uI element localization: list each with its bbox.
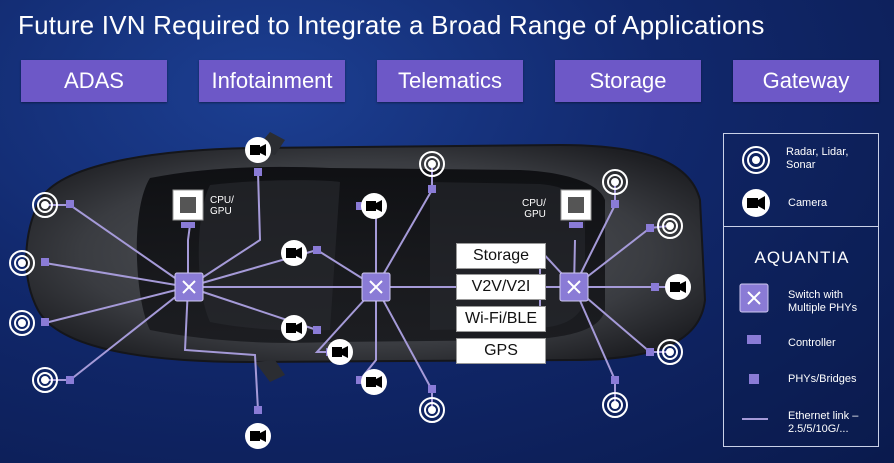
cpu-gpu-chip-left — [172, 189, 204, 228]
incar-box-storage: Storage — [456, 243, 546, 269]
controller-icon — [747, 335, 761, 344]
legend-controller-label: Controller — [788, 337, 836, 349]
incar-box-gps: GPS — [456, 338, 546, 364]
cpu-gpu-chip-right — [560, 189, 592, 228]
legend-radar-label: Radar, Lidar, Sonar — [786, 146, 849, 171]
cpu-gpu-label-right: CPU/ GPU — [522, 198, 546, 220]
page-title: Future IVN Required to Integrate a Broad… — [18, 10, 765, 40]
switch-icon — [739, 283, 769, 313]
radar-icons — [9, 151, 683, 423]
app-button-gateway[interactable]: Gateway — [733, 60, 879, 102]
camera-icon — [742, 189, 770, 217]
ethernet-link-icon — [742, 418, 768, 420]
legend-divider — [724, 226, 878, 227]
aquantia-logo: AQUANTIA — [754, 248, 850, 267]
legend-switch-label: Switch with Multiple PHYs — [788, 289, 858, 314]
phy-icon — [749, 374, 759, 384]
app-button-telematics[interactable]: Telematics — [377, 60, 523, 102]
app-button-storage[interactable]: Storage — [555, 60, 701, 102]
legend: Radar, Lidar, Sonar Camera AQUANTIA Swit… — [723, 133, 879, 447]
incar-box-v2v: V2V/V2I — [456, 274, 546, 300]
incar-box-wifi: Wi-Fi/BLE — [456, 306, 546, 332]
legend-link-label: Ethernet link – 2.5/5/10G/... — [788, 410, 859, 435]
legend-camera-label: Camera — [788, 197, 828, 209]
radar-icon — [742, 146, 770, 174]
app-button-adas[interactable]: ADAS — [21, 60, 167, 102]
camera-icons — [245, 137, 691, 449]
phy-chips — [41, 168, 659, 414]
legend-phy-label: PHYs/Bridges — [788, 373, 857, 385]
app-button-infotainment[interactable]: Infotainment — [199, 60, 345, 102]
cpu-gpu-label-left: CPU/ GPU — [210, 195, 234, 217]
